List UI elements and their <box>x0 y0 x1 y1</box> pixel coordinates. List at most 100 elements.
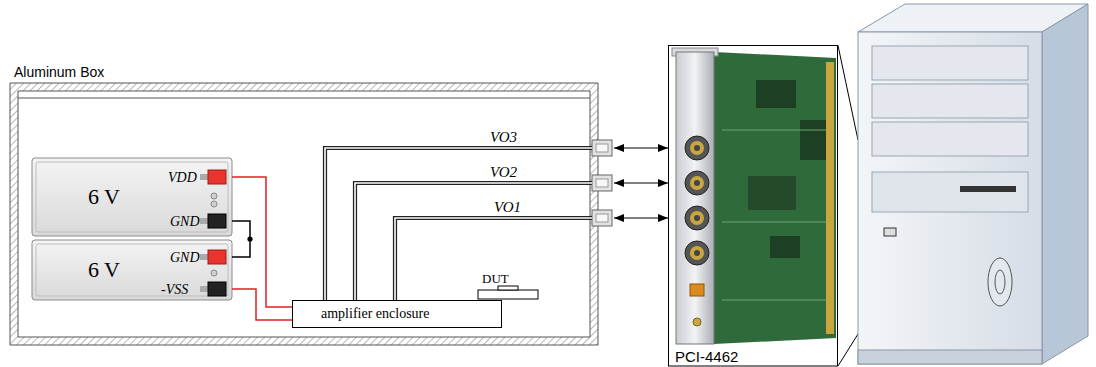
cable-core <box>355 183 592 300</box>
cable-sheath <box>395 218 592 300</box>
node-text: Aluminum Box <box>14 64 104 80</box>
computer-illustration <box>995 270 1005 294</box>
aluminum-box-wall <box>10 83 598 345</box>
node-text: PCI-4462 <box>673 348 740 365</box>
battery-top <box>200 174 208 180</box>
supply-wire <box>232 177 292 307</box>
daq-card-photo <box>694 145 700 151</box>
zoom-lines <box>838 46 858 367</box>
battery-bottom <box>36 244 228 296</box>
signal-cable <box>395 218 668 300</box>
label-anchor: VDD <box>168 168 197 186</box>
daq-card-photo <box>690 211 704 225</box>
daq-card-photo <box>685 136 709 160</box>
bnc-feedthrough <box>596 214 608 222</box>
label-anchor: VO1 <box>492 198 523 216</box>
battery-top <box>32 158 232 236</box>
signal-label: VO3 <box>488 129 519 145</box>
battery-bottom <box>200 286 208 292</box>
cable-sheath <box>325 148 592 300</box>
computer-illustration <box>872 84 1028 118</box>
daq-card: PCI-4462 <box>668 45 838 367</box>
bnc-feedthrough <box>592 140 612 226</box>
amplifier-box: amplifier enclosure <box>292 300 502 328</box>
signal-arrow <box>614 182 668 183</box>
daq-card-photo <box>676 52 714 344</box>
bnc-feedthrough <box>592 140 612 156</box>
bnc-feedthrough <box>596 144 608 152</box>
daq-card-photo <box>690 141 704 155</box>
zoom-lines <box>838 334 858 366</box>
daq-card-photo <box>722 130 830 131</box>
battery-bottom <box>32 240 232 300</box>
dut-label-box: DUT <box>478 270 530 288</box>
computer-illustration <box>988 258 1012 306</box>
daq-card-photo <box>685 171 709 195</box>
daq-card-photo <box>694 215 700 221</box>
terminal-label: GND <box>170 214 200 229</box>
daq-card-photo <box>669 46 838 367</box>
daq-card-photo <box>714 52 836 344</box>
dut-symbol <box>478 290 538 299</box>
signal-label: VO2 <box>488 164 519 180</box>
battery: 6 V <box>32 240 232 300</box>
computer-illustration <box>858 350 1042 364</box>
daq-card-photo <box>690 246 704 260</box>
battery-top <box>36 162 228 232</box>
node-text: DUT <box>482 271 509 287</box>
cable-core <box>325 148 592 300</box>
daq-card-photo <box>685 241 709 265</box>
battery-top <box>211 201 217 207</box>
computer-illustration <box>960 186 1016 192</box>
battery-top <box>200 218 208 224</box>
label-anchor: VO2 <box>488 163 519 181</box>
bnc-feedthrough <box>592 175 612 191</box>
terminal-label: -VSS <box>161 282 188 297</box>
aluminum-box-wall <box>10 83 598 345</box>
terminal-label: VDD <box>168 170 197 185</box>
daq-card-photo <box>722 300 830 301</box>
battery-bottom <box>208 250 226 264</box>
cable-core <box>395 218 592 300</box>
daq-card-photo <box>722 222 830 223</box>
wire-path <box>232 177 292 307</box>
label-anchor: VO3 <box>488 128 519 146</box>
wire-path <box>232 289 292 320</box>
computer-illustration <box>872 122 1028 156</box>
zoom-lines <box>838 46 858 141</box>
aluminum-box-wall <box>18 98 590 99</box>
battery-bottom <box>211 270 217 276</box>
bnc-feedthrough <box>596 179 608 187</box>
daq-card-photo <box>694 250 700 256</box>
daq-card-photo <box>748 176 796 210</box>
battery-top <box>208 170 226 184</box>
daq-card-photo <box>690 284 704 296</box>
battery-top <box>32 158 232 236</box>
supply-wire <box>232 221 250 257</box>
bnc-feedthrough <box>592 210 612 226</box>
cable-sheath <box>355 183 592 300</box>
wire-path <box>232 221 250 257</box>
computer-illustration <box>858 4 1088 364</box>
signal-cable <box>355 183 668 300</box>
label-anchor: GND <box>170 248 200 266</box>
daq-card-photo <box>800 120 826 160</box>
signal-cable <box>325 148 668 300</box>
battery-bottom <box>208 282 226 296</box>
signal-arrow <box>614 147 668 148</box>
node-text: amplifier enclosure <box>321 306 429 322</box>
signal-label: VO1 <box>492 199 523 215</box>
daq-card-photo <box>826 62 834 334</box>
node-text: 6 V <box>88 184 120 210</box>
computer-illustration <box>872 46 1028 80</box>
computer-illustration <box>1042 4 1088 364</box>
dut-symbol <box>478 286 538 299</box>
battery-bottom <box>200 254 208 260</box>
battery-top <box>208 214 226 228</box>
terminal-label: GND <box>170 250 200 265</box>
signal-arrow <box>614 217 668 218</box>
computer-illustration <box>884 228 896 236</box>
node-text: 6 V <box>88 257 120 283</box>
daq-card-photo <box>770 236 800 258</box>
